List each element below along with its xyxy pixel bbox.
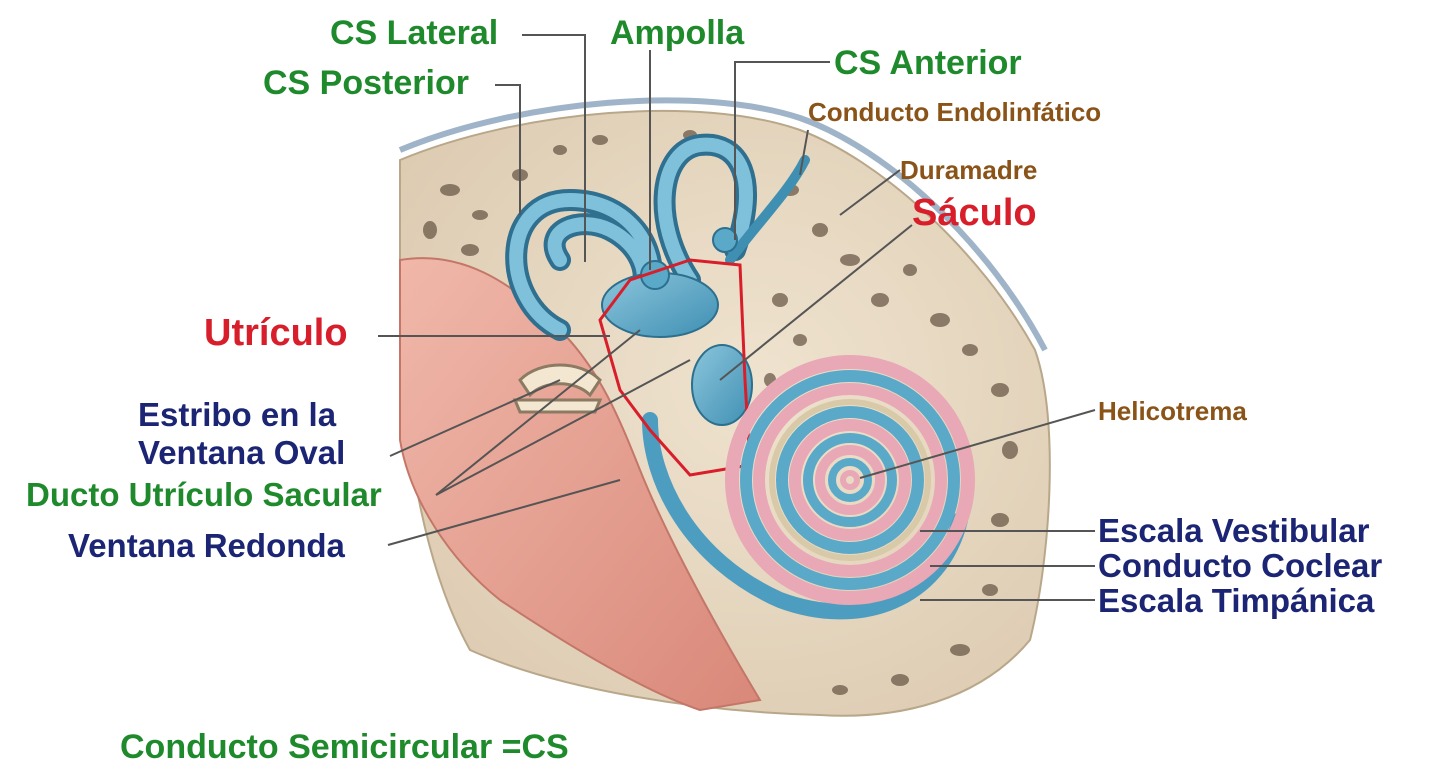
label-ducto-utriculo-sacular: Ducto Utrículo Sacular <box>26 478 382 511</box>
label-escala-timpanica: Escala Timpánica <box>1098 584 1374 617</box>
label-ventana-redonda: Ventana Redonda <box>68 529 345 562</box>
label-estribo-line2: Ventana Oval <box>138 436 345 469</box>
label-cs-posterior: CS Posterior <box>263 66 469 100</box>
label-escala-vestibular: Escala Vestibular <box>1098 514 1370 547</box>
label-saculo: Sáculo <box>912 194 1037 232</box>
label-cs-lateral: CS Lateral <box>330 16 498 50</box>
label-helicotrema: Helicotrema <box>1098 398 1247 424</box>
label-estribo-line1: Estribo en la <box>138 398 336 431</box>
label-cs-anterior: CS Anterior <box>834 46 1022 80</box>
label-conducto-coclear: Conducto Coclear <box>1098 549 1382 582</box>
label-conducto-endolinfatico: Conducto Endolinfático <box>808 99 1101 125</box>
footer-legend: Conducto Semicircular =CS <box>120 730 569 764</box>
label-duramadre: Duramadre <box>900 157 1037 183</box>
label-ampolla: Ampolla <box>610 16 744 50</box>
label-utriculo: Utrículo <box>204 314 348 352</box>
